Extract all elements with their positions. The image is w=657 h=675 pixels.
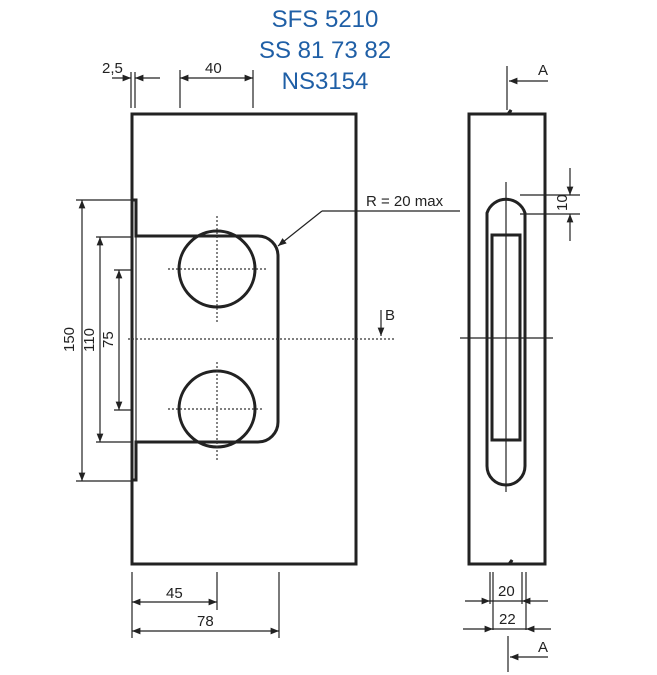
radius-note: R = 20 max xyxy=(366,193,444,210)
slot-outline xyxy=(485,197,527,487)
top-hole xyxy=(177,229,257,309)
side-outline xyxy=(467,109,547,566)
dim-outer-width: 22 xyxy=(499,611,516,628)
dim-slot-end: 10 xyxy=(554,194,571,211)
standard-sfs: SFS 5210 xyxy=(271,6,379,33)
dim-top-width: 40 xyxy=(205,60,222,77)
section-marker-a-top: A xyxy=(538,62,548,79)
dim-hole-spacing: 75 xyxy=(100,331,117,348)
dim-top-offset: 2,5 xyxy=(102,60,123,77)
cutout-outline xyxy=(132,198,280,482)
dim-height-outer: 150 xyxy=(61,327,78,352)
side-view: A 10 20 22 A xyxy=(460,62,580,672)
dim-height-inner: 110 xyxy=(81,328,98,352)
standard-ns: NS3154 xyxy=(281,68,369,95)
section-marker-b: B xyxy=(385,307,395,324)
dim-bottom-total: 78 xyxy=(197,613,214,630)
front-view: 2,5 40 150 110 75 R = 20 max B 45 78 xyxy=(61,60,460,638)
dim-inner-width: 20 xyxy=(498,583,515,600)
section-marker-a-bottom: A xyxy=(538,639,548,656)
standards-block: SFS 5210 SS 81 73 82 NS3154 xyxy=(240,4,410,97)
dim-bottom-hole-center: 45 xyxy=(166,585,183,602)
standard-ss: SS 81 73 82 xyxy=(258,37,392,64)
